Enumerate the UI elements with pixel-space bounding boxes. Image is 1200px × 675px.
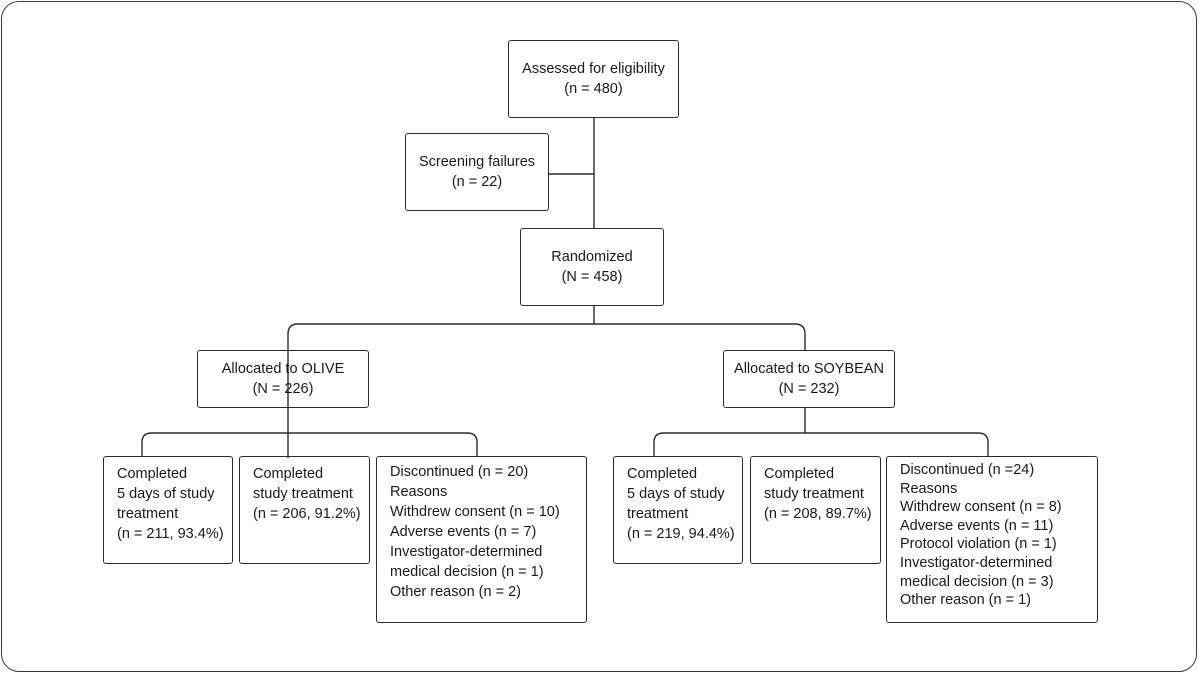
soy-ct-line-1: Completed [764,466,835,482]
olive-count: (N = 226) [252,381,314,397]
soy-ct-line-2: study treatment [764,486,864,502]
olive-discontinued-box: Discontinued (n = 20) Reasons Withdrew c… [376,456,587,623]
olive-disc-line-3: Withdrew consent (n = 10) [390,504,560,520]
connector-allocation-split [287,323,806,458]
assessed-box: Assessed for eligibility (n = 480) [508,40,679,118]
screening-label: Screening failures [418,154,536,170]
connector-olive-branches [141,432,478,456]
soy-disc-line-6: Investigator-determined [900,554,1053,571]
olive-c5-line-4: (n = 211, 93.4%) [117,526,224,542]
soy-disc-line-7: medical decision (n = 3) [900,573,1054,590]
screening-failures-box: Screening failures (n = 22) [405,133,549,211]
olive-allocation-box: Allocated to OLIVE (N = 226) [197,350,369,408]
olive-completed-treatment-box: Completed study treatment (n = 206, 91.2… [239,456,370,564]
soy-disc-line-5: Protocol violation (n = 1) [900,536,1057,553]
soy-completed-5days-box: Completed 5 days of study treatment (n =… [613,456,743,564]
olive-ct-line-2: study treatment [253,486,353,502]
olive-ct-line-3: (n = 206, 91.2%) [253,506,361,522]
soybean-count: (N = 232) [778,381,840,397]
soy-c5-line-1: Completed [627,466,698,482]
soy-disc-line-4: Adverse events (n = 11) [900,517,1054,534]
randomized-label: Randomized [551,249,633,265]
olive-c5-line-1: Completed [117,466,188,482]
assessed-count: (n = 480) [564,81,623,97]
olive-c5-line-2: 5 days of study [117,486,215,502]
olive-disc-line-7: Other reason (n = 2) [390,584,521,600]
randomized-count: (N = 458) [561,269,623,285]
olive-disc-line-2: Reasons [390,484,448,500]
soy-disc-line-8: Other reason (n = 1) [900,592,1031,609]
soy-completed-treatment-box: Completed study treatment (n = 208, 89.7… [750,456,881,564]
randomized-box: Randomized (N = 458) [520,228,664,306]
soy-disc-line-2: Reasons [900,480,958,497]
olive-label: Allocated to OLIVE [221,361,345,377]
soy-c5-line-3: treatment [627,506,689,522]
soy-c5-line-2: 5 days of study [627,486,725,502]
soy-discontinued-box: Discontinued (n =24) Reasons Withdrew co… [886,456,1098,623]
soybean-allocation-box: Allocated to SOYBEAN (N = 232) [723,350,895,408]
screening-count: (n = 22) [451,174,503,190]
connector-soybean-branches [653,432,989,456]
assessed-label: Assessed for eligibility [522,61,665,77]
soybean-label: Allocated to SOYBEAN [734,361,884,377]
soy-disc-line-3: Withdrew consent (n = 8) [900,499,1062,516]
olive-completed-5days-box: Completed 5 days of study treatment (n =… [103,456,233,564]
olive-ct-line-1: Completed [253,466,324,482]
olive-disc-line-4: Adverse events (n = 7) [390,524,537,540]
soy-c5-line-4: (n = 219, 94.4%) [627,526,735,542]
soy-disc-line-1: Discontinued (n =24) [900,462,1035,478]
olive-disc-line-5: Investigator-determined [390,544,543,560]
olive-disc-line-6: medical decision (n = 1) [390,564,544,580]
soy-ct-line-3: (n = 208, 89.7%) [764,506,872,522]
olive-disc-line-1: Discontinued (n = 20) [390,464,529,480]
olive-c5-line-3: treatment [117,506,179,522]
